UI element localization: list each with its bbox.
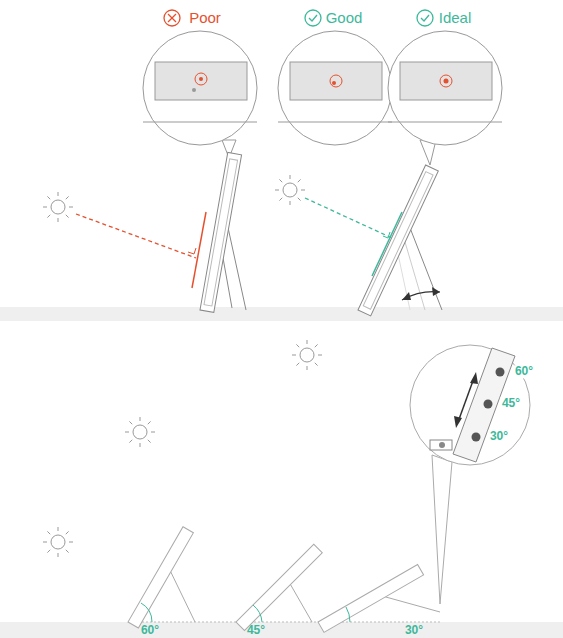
angle-mark [188,248,196,254]
hole-angle: 30° [488,430,510,443]
sun-symbol [43,527,73,557]
good-panel [358,165,442,316]
tilt-angle: 30° [405,624,423,637]
ideal-icon [417,10,433,26]
panel-60 [128,527,195,628]
sun-ray [76,214,196,258]
ground [0,622,563,638]
poor-callout [143,31,257,158]
panel-normal-mark [372,212,402,276]
rating-label: Good [326,10,363,27]
ground [0,307,563,321]
ground-line [130,622,440,623]
angle-mark [383,232,390,238]
panel-45 [236,544,322,630]
good-icon [305,10,321,26]
tilt-angle: 45° [247,624,265,637]
poor-icon [164,10,180,26]
rating-label: Poor [189,10,221,27]
poor-panel [200,152,246,312]
sun-ray [305,198,392,238]
sun-symbol [125,417,155,447]
hinge-zoom [410,345,530,604]
panel-normal-mark [192,212,206,288]
tilt-angle: 60° [141,624,159,637]
hole-angle: 45° [500,397,522,410]
rating-label: Ideal [439,10,472,27]
sun-symbol [292,340,322,370]
panel-30 [318,565,440,633]
ideal-callout [388,31,502,145]
sun-symbol [275,175,305,205]
hole-angle: 60° [513,365,535,378]
sun-symbol [43,192,73,222]
